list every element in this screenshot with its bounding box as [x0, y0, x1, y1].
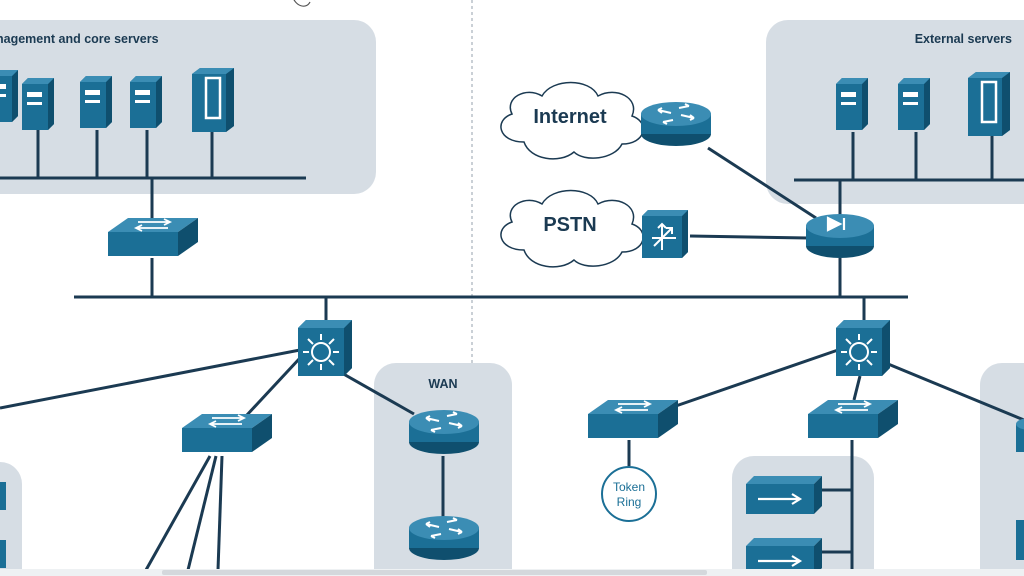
- external-servers: [836, 70, 1012, 138]
- horizontal-scrollbar[interactable]: [0, 569, 1024, 576]
- router-icon: [1016, 418, 1024, 452]
- server-icon: [130, 76, 162, 128]
- scrollbar-thumb[interactable]: [162, 570, 707, 575]
- connection-lines: [0, 130, 1024, 576]
- wan-group-label: WAN: [428, 377, 457, 391]
- router-icon: [408, 409, 480, 455]
- router-icon: [640, 101, 712, 147]
- external-group-label: External servers: [915, 32, 1012, 46]
- bridge-icon: [746, 476, 822, 514]
- layer3-switch-icon: [835, 319, 891, 377]
- server-icon: [0, 70, 18, 122]
- server-icon: [898, 78, 930, 130]
- device-icon: [0, 482, 6, 568]
- gateway-icon: [642, 210, 688, 258]
- management-servers-group: [0, 20, 376, 194]
- device-icon: [1016, 520, 1024, 560]
- management-group-label: nagement and core servers: [0, 32, 159, 46]
- switch-icon: [807, 399, 899, 439]
- pstn-label: PSTN: [543, 214, 596, 236]
- layer3-switch-icon: [297, 319, 353, 377]
- switch-icon: [587, 399, 679, 439]
- server-tower-icon: [966, 70, 1012, 138]
- server-tower-icon: [190, 66, 236, 134]
- token-ring-label-line2: Ring: [617, 495, 642, 509]
- external-servers-group: [766, 20, 1024, 204]
- pstn-cloud: PSTN: [500, 189, 644, 268]
- server-icon: [22, 78, 54, 130]
- router-icon: [408, 515, 480, 561]
- cursor-icon: [293, 0, 311, 7]
- switch-icon: [107, 217, 199, 257]
- server-icon: [80, 76, 112, 128]
- internet-label: Internet: [533, 106, 607, 128]
- firewall-icon: [806, 214, 874, 258]
- token-ring-node: Token Ring: [601, 466, 657, 522]
- token-ring-label-line1: Token: [613, 480, 645, 494]
- switch-icon: [181, 413, 273, 453]
- server-icon: [836, 78, 868, 130]
- internet-cloud: Internet: [500, 81, 644, 160]
